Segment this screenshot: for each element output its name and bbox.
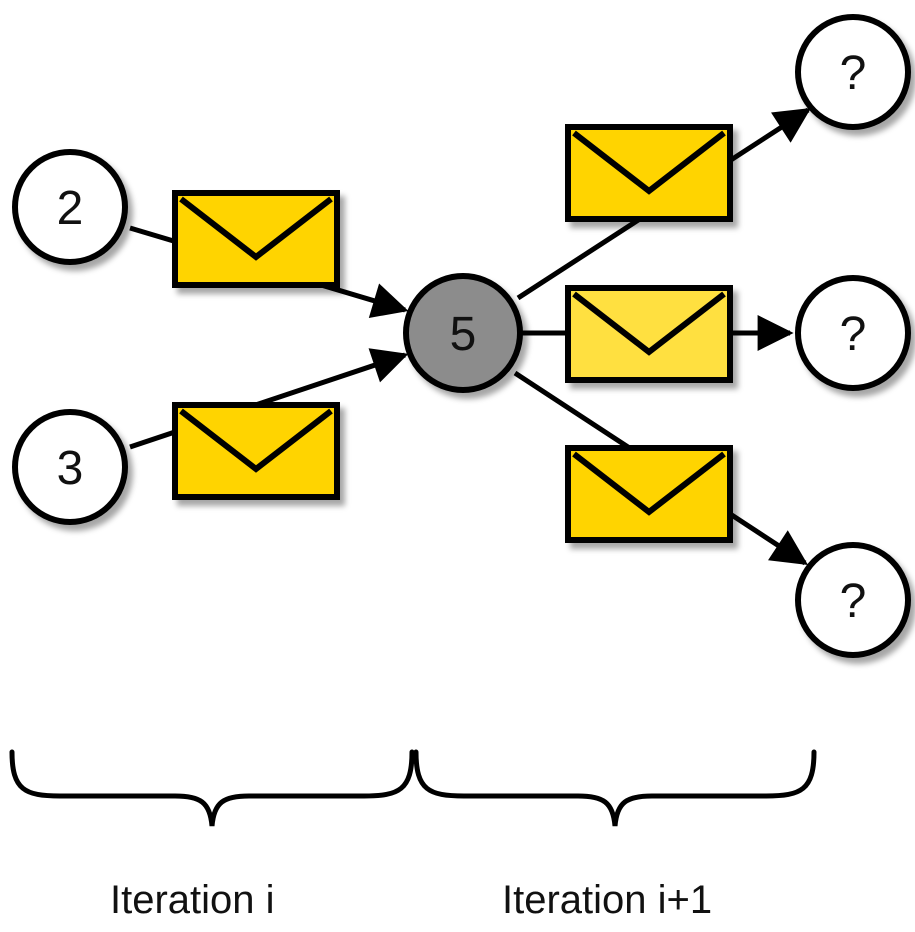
caption-iteration-i: Iteration i xyxy=(110,878,275,922)
node-label: 2 xyxy=(57,182,84,235)
envelope-icon xyxy=(565,445,733,543)
node-label: 5 xyxy=(450,308,477,361)
node-target-bottom xyxy=(795,542,911,658)
node-label: 3 xyxy=(57,442,84,495)
envelope-icon xyxy=(565,124,733,222)
node-label: ? xyxy=(840,308,867,361)
node-source-bottom xyxy=(12,409,128,525)
envelope-icon xyxy=(565,285,733,383)
brace-right xyxy=(413,749,817,827)
envelope-icon xyxy=(172,190,340,288)
node-label: ? xyxy=(840,575,867,628)
brace-left xyxy=(9,749,415,827)
node-label: ? xyxy=(840,47,867,100)
node-center xyxy=(403,273,523,393)
caption-iteration-i-plus-1: Iteration i+1 xyxy=(502,878,713,922)
node-target-middle xyxy=(795,275,911,391)
envelope-icon xyxy=(172,402,340,500)
node-source-top xyxy=(12,149,128,265)
node-target-top xyxy=(795,14,911,130)
